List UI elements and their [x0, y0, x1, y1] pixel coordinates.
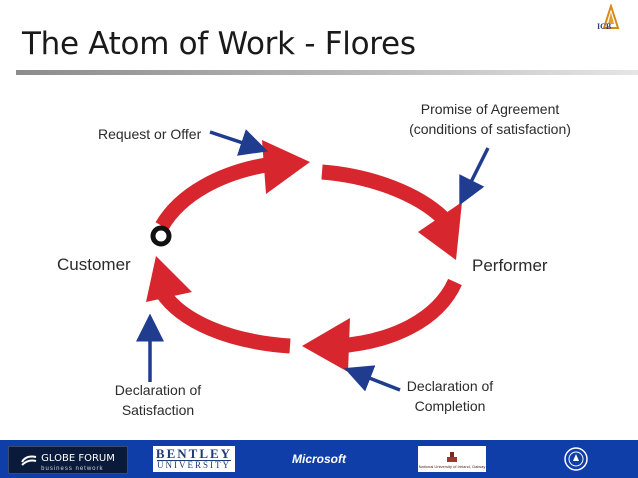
university-seal-logo: [563, 446, 589, 472]
slide-title: The Atom of Work - Flores: [22, 26, 416, 62]
bentley-top: BENTLEY: [155, 446, 233, 461]
bentley-bottom: UNIVERSITY: [157, 460, 231, 470]
label-promise-line1: Promise of Agreement: [420, 101, 560, 117]
label-completion-line2: Completion: [414, 398, 486, 414]
microsoft-logo: Microsoft: [285, 446, 353, 472]
corner-logo-icon: [602, 4, 620, 29]
start-marker-icon: [150, 225, 172, 247]
label-declaration-of-satisfaction: Declaration of Satisfaction: [106, 380, 210, 420]
sponsor-footer: GLOBE FORUM business network BENTLEY UNI…: [0, 440, 638, 478]
cycle-arrow-request: [155, 140, 310, 231]
label-promise-line2: (conditions of satisfaction): [409, 121, 571, 137]
pointer-arrow-completion: [344, 365, 401, 392]
pointer-arrow-request: [209, 129, 268, 156]
pointer-arrow-promise: [459, 147, 490, 206]
label-promise-of-agreement: Promise of Agreement (conditions of sati…: [402, 99, 578, 139]
label-customer: Customer: [57, 255, 131, 274]
castle-icon: [447, 451, 457, 462]
label-performer: Performer: [472, 256, 548, 275]
nui-galway-logo: National University of Ireland, Galway: [418, 446, 486, 472]
cycle-arrow-satisfaction: [146, 256, 291, 354]
corner-logo-text: ICB: [597, 22, 612, 31]
label-completion-line1: Declaration of: [406, 378, 494, 394]
label-request-or-offer: Request or Offer: [98, 126, 202, 142]
seal-icon: [564, 447, 588, 471]
nui-galway-name: National University of Ireland, Galway: [418, 463, 486, 469]
bentley-university-logo: BENTLEY UNIVERSITY: [153, 446, 235, 472]
work-cycle-diagram: [136, 129, 490, 392]
globe-forum-name: GLOBE FORUM: [41, 453, 115, 464]
title-divider: [16, 70, 638, 75]
microsoft-name: Microsoft: [292, 452, 346, 466]
globe-icon: [21, 455, 37, 466]
label-satisfaction-line1: Declaration of: [114, 382, 202, 398]
cycle-arrow-completion: [302, 278, 462, 372]
cycle-arrow-promise: [321, 164, 462, 260]
globe-forum-logo: GLOBE FORUM business network: [8, 446, 128, 474]
globe-forum-sub: business network: [41, 466, 104, 472]
label-declaration-of-completion: Declaration of Completion: [398, 376, 502, 416]
label-satisfaction-line2: Satisfaction: [121, 402, 195, 418]
